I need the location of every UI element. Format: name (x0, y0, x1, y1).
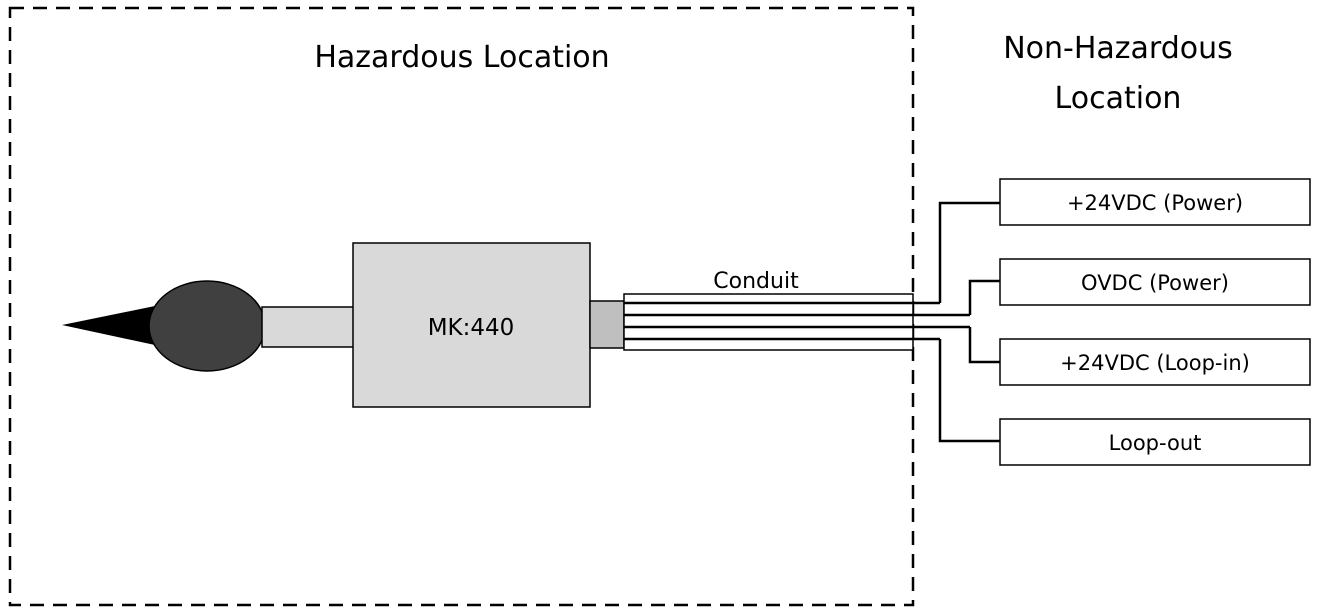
terminal-label-loop-in: +24VDC (Loop-in) (1060, 351, 1250, 375)
cable-gland (589, 300, 625, 349)
device-label: MK:440 (428, 315, 515, 341)
conduit-label: Conduit (713, 269, 799, 294)
probe-tip (62, 306, 155, 345)
device-box (352, 242, 591, 408)
probe-bulb (148, 280, 266, 372)
hazardous-zone-title: Hazardous Location (314, 40, 609, 75)
terminal-box-power-positive (999, 178, 1311, 226)
sensor-probe (62, 280, 355, 372)
wire-route-loop-out (938, 339, 1000, 443)
wire-route-loop-in (968, 327, 1000, 364)
terminal-box-loop-in (999, 338, 1311, 386)
terminal-label-loop-out: Loop-out (1109, 431, 1202, 455)
terminal-box-power-zero (999, 258, 1311, 306)
probe-stem (261, 306, 355, 348)
terminal-box-loop-out (999, 418, 1311, 466)
wire-route-power-zero (968, 279, 1000, 315)
conduit (623, 293, 970, 351)
nonhazardous-zone-title-line1: Non-Hazardous (1003, 31, 1233, 66)
terminal-label-power-positive: +24VDC (Power) (1067, 191, 1243, 215)
wire-route-power-positive (938, 201, 1000, 303)
nonhazardous-zone-title-line2: Location (1055, 81, 1182, 116)
terminal-label-power-zero: OVDC (Power) (1081, 271, 1229, 295)
